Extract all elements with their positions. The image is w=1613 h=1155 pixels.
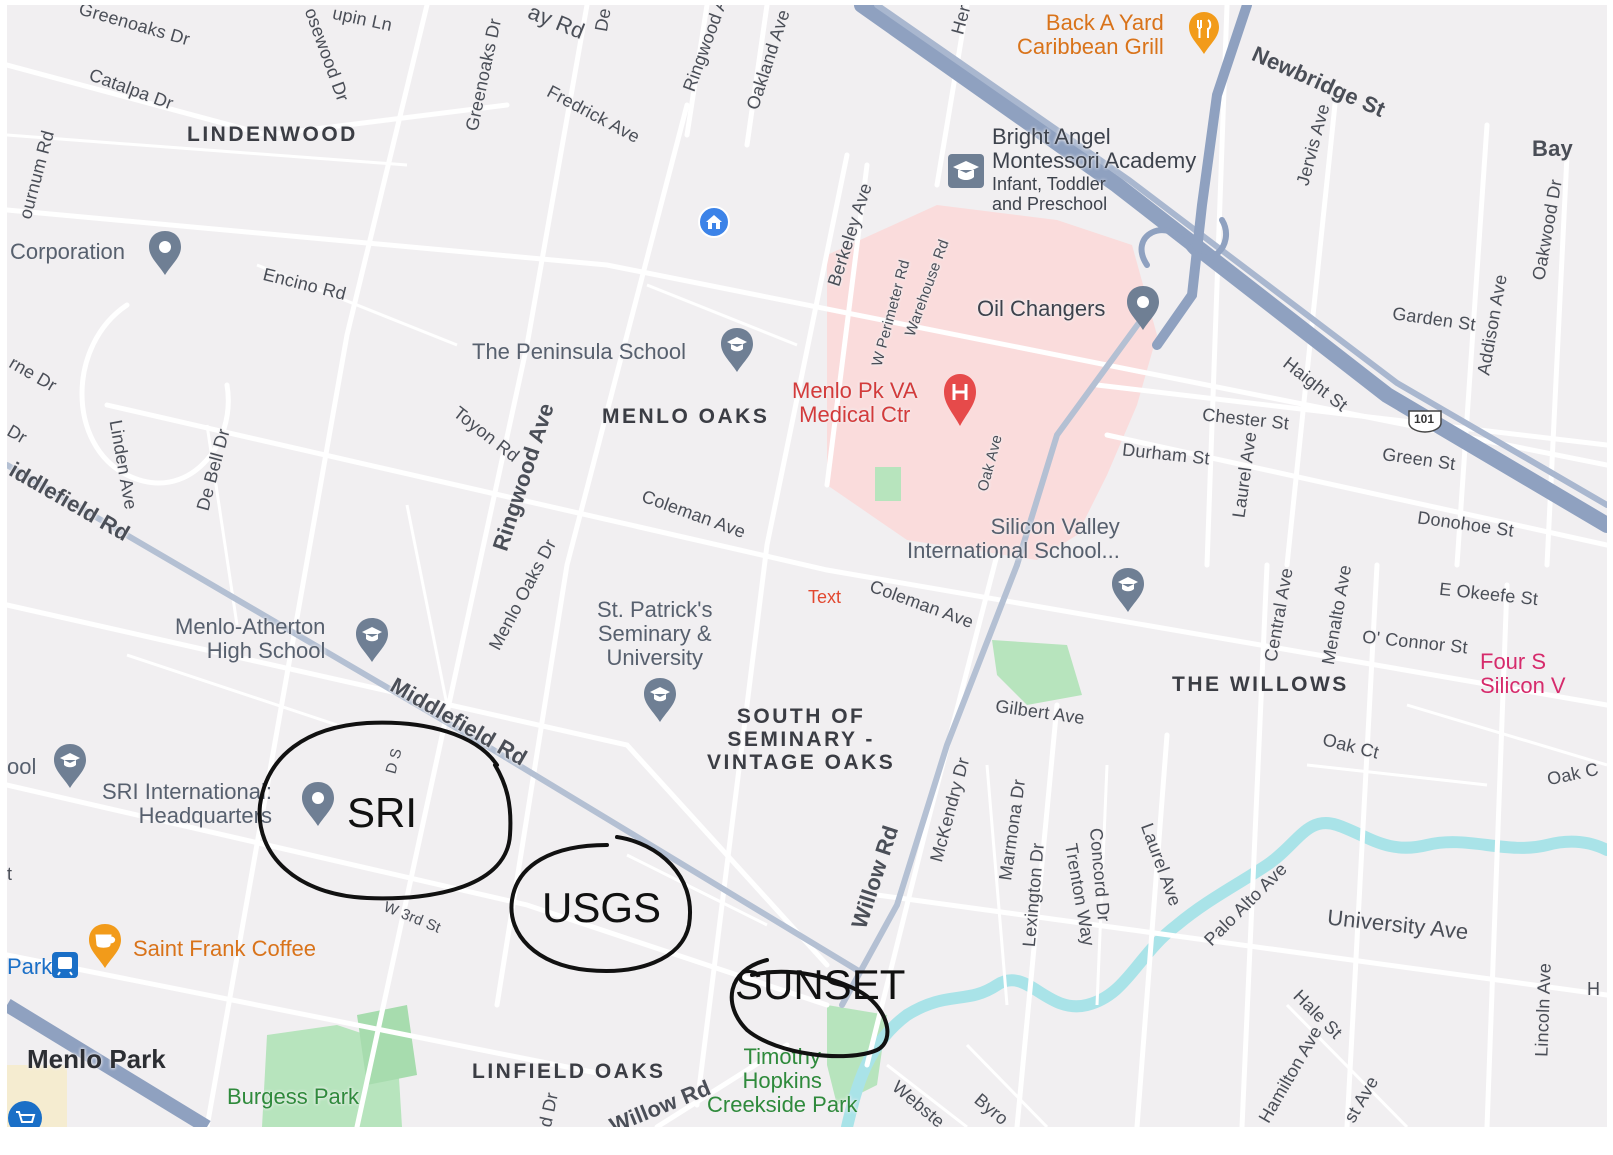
arterial-roads bbox=[7, 302, 1155, 1008]
poi-silicon-valley-intl-label[interactable]: Silicon Valley International School... bbox=[907, 514, 1120, 564]
train-station-icon[interactable] bbox=[51, 951, 79, 984]
poi-timothy-hopkins-label[interactable]: Timothy Hopkins Creekside Park bbox=[707, 1044, 858, 1118]
us-101-highway bbox=[854, 5, 1607, 533]
annotation-ink-layer bbox=[257, 720, 890, 1059]
neighborhood-linfield-oaks: LINFIELD OAKS bbox=[472, 1060, 666, 1083]
poi-park-station-label[interactable]: Park bbox=[7, 954, 53, 979]
poi-school-left-label[interactable]: ool bbox=[7, 754, 37, 779]
school-pin-icon[interactable] bbox=[354, 617, 390, 668]
sunset-circle bbox=[729, 958, 890, 1059]
neighborhood-lindenwood: LINDENWOOD bbox=[187, 123, 358, 146]
poi-four-silicon-label[interactable]: Four S Silicon V bbox=[1480, 649, 1566, 699]
va-hospital-area bbox=[827, 205, 1157, 560]
city-menlo-park: Menlo Park bbox=[27, 1044, 166, 1074]
annotation-text-marker[interactable]: Text bbox=[808, 587, 842, 607]
neighborhood-menlo-oaks: MENLO OAKS bbox=[602, 405, 770, 428]
place-pin-icon[interactable] bbox=[300, 781, 336, 832]
school-pin-icon[interactable] bbox=[719, 327, 755, 378]
poi-bright-angel-sub: Infant, Toddler and Preschool bbox=[992, 174, 1108, 214]
map-canvas[interactable]: LINDENWOOD MENLO OAKS SOUTH OF SEMINARY … bbox=[7, 5, 1607, 1127]
va-green-patch bbox=[875, 467, 901, 501]
poi-sri-intl-label[interactable]: SRI International: Headquarters bbox=[102, 779, 272, 829]
school-pin-icon[interactable] bbox=[1110, 567, 1146, 618]
annotation-sri: SRI bbox=[347, 789, 418, 836]
place-pin-icon[interactable] bbox=[1125, 285, 1161, 336]
poi-saint-frank-label[interactable]: Saint Frank Coffee bbox=[133, 936, 317, 961]
restaurant-pin-icon[interactable] bbox=[1187, 11, 1221, 60]
san-francisquito-creek bbox=[841, 817, 1607, 1127]
poi-menlo-atherton-hs-label[interactable]: Menlo-Atherton High School bbox=[175, 614, 326, 664]
poi-st-patricks-label[interactable]: St. Patrick's Seminary & University bbox=[597, 597, 713, 671]
us-101-shield-label: 101 bbox=[1414, 412, 1435, 426]
poi-peninsula-school-label[interactable]: The Peninsula School bbox=[472, 339, 687, 364]
street-bay-right: Bay bbox=[1532, 136, 1573, 161]
usgs-circle bbox=[509, 835, 693, 973]
street-h-right: H bbox=[1587, 979, 1601, 999]
school-pin-icon[interactable] bbox=[947, 153, 985, 194]
map-base-layer bbox=[7, 5, 1607, 1127]
poi-bright-angel-label[interactable]: Bright Angel Montessori Academy bbox=[992, 124, 1197, 174]
minor-streets bbox=[7, 133, 1607, 1127]
shopping-cart-icon[interactable] bbox=[7, 1100, 43, 1127]
neighborhood-the-willows: THE WILLOWS bbox=[1172, 673, 1349, 696]
local-streets bbox=[7, 5, 1607, 1127]
school-pin-icon[interactable] bbox=[642, 677, 678, 728]
school-pin-icon[interactable] bbox=[52, 743, 88, 794]
creekside-park-area bbox=[992, 640, 1082, 705]
neighborhood-south-of-seminary: SOUTH OF SEMINARY - VINTAGE OAKS bbox=[707, 705, 896, 775]
poi-oil-changers-label[interactable]: Oil Changers bbox=[977, 296, 1106, 321]
caltrain-line bbox=[7, 999, 211, 1127]
annotation-sunset: SUNSET bbox=[735, 961, 906, 1008]
poi-back-a-yard-label[interactable]: Back A Yard Caribbean Grill bbox=[1017, 10, 1164, 60]
street-t-left: t bbox=[7, 864, 13, 884]
annotation-usgs: USGS bbox=[542, 884, 662, 931]
hospital-pin-icon[interactable] bbox=[942, 373, 978, 432]
coffee-pin-icon[interactable] bbox=[87, 923, 123, 974]
poi-corporation-label[interactable]: Corporation bbox=[10, 239, 125, 264]
sri-circle bbox=[257, 720, 513, 901]
us-101-shield-icon: 101 bbox=[1407, 409, 1443, 438]
place-pin-icon[interactable] bbox=[147, 230, 183, 281]
home-pin-icon[interactable] bbox=[697, 205, 731, 244]
poi-burgess-park-label[interactable]: Burgess Park bbox=[227, 1084, 360, 1109]
poi-va-medical-label[interactable]: Menlo Pk VA Medical Ctr bbox=[792, 378, 918, 428]
